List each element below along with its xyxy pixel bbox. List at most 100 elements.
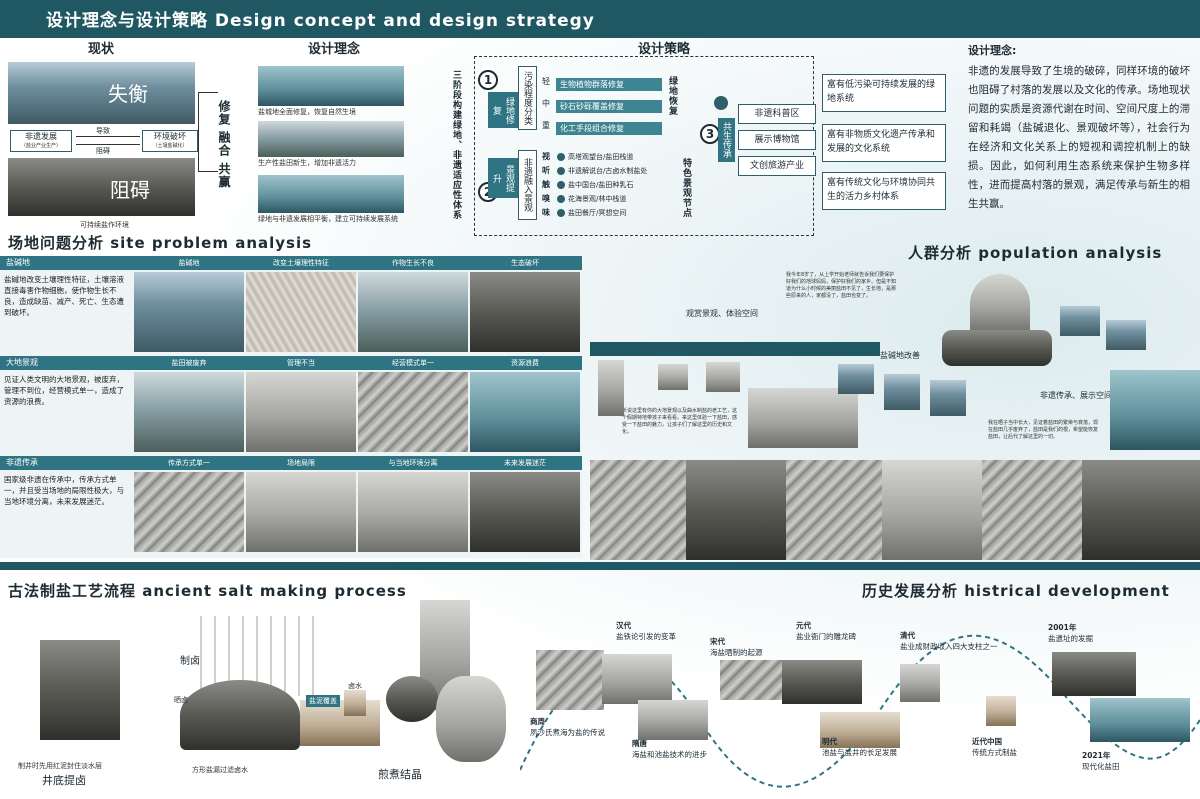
child-figure bbox=[970, 274, 1030, 334]
history-text: 盐业成财政收入四大支柱之一 bbox=[900, 642, 998, 651]
history-text: 海盐晒制的起源 bbox=[710, 648, 763, 657]
site-photo bbox=[246, 472, 356, 552]
site-photo bbox=[470, 372, 580, 452]
history-era: 清代 bbox=[900, 631, 915, 640]
section-divider bbox=[0, 562, 1200, 570]
result-village-system: 富有传统文化与环境协同共生的活力乡村体系 bbox=[822, 172, 946, 210]
site-row-desc: 见证人类文明的大地景观，被废弃，管理不到位，经营模式单一，造成了资源的浪费。 bbox=[4, 375, 124, 406]
process-label-sun-brine: 晒卤 bbox=[174, 696, 188, 704]
history-strip-1 bbox=[590, 460, 686, 560]
process-label-filter: 方形盐漏过滤卤水 bbox=[192, 766, 248, 774]
sense-text: 盐田餐厅/冥想空间 bbox=[568, 208, 627, 217]
history-era: 近代中国 bbox=[972, 737, 1002, 746]
label-view-space: 观赏景观、体验空间 bbox=[686, 309, 758, 318]
status-overlay-imbalance: 失衡 bbox=[108, 82, 148, 106]
history-text: 池盐与盐井的长足发展 bbox=[822, 748, 897, 757]
history-event: 近代中国传统方式制盐 bbox=[972, 736, 1084, 758]
history-strip-6 bbox=[1082, 460, 1200, 560]
status-box-heritage-label: 非遗发展 bbox=[25, 132, 57, 141]
history-event: 2001年盐遗址的发掘 bbox=[1048, 622, 1160, 644]
pollution-class-box: 污染程度分类 bbox=[518, 66, 537, 130]
salt-pan bbox=[300, 700, 380, 746]
process-label-boil-crystal: 煎煮结晶 bbox=[378, 768, 422, 781]
history-strip-5 bbox=[982, 460, 1082, 560]
concept-caption-3: 绿地与非遗发展相平衡，建立可持续发展系统 bbox=[258, 215, 398, 223]
history-photo bbox=[782, 660, 862, 704]
history-era: 明代 bbox=[822, 737, 837, 746]
history-photo bbox=[986, 696, 1016, 726]
level-bar-heavy: 化工手段组合修复 bbox=[556, 122, 662, 135]
sense-row: 嗅花海景观/林中栈道 bbox=[542, 192, 676, 205]
elder-worker bbox=[1110, 370, 1200, 450]
population-photo-d bbox=[706, 362, 740, 392]
strategy-num-1: 1 bbox=[478, 70, 498, 90]
salt-crystals bbox=[436, 676, 506, 762]
status-box-environment: 环境破坏 （土壤盐碱化） bbox=[142, 130, 198, 152]
well-frame bbox=[40, 640, 120, 740]
sense-text: 非遗解说台/古卤水制盐处 bbox=[568, 166, 648, 175]
site-photo-label: 作物生长不良 bbox=[392, 259, 434, 267]
strategy-num-3: 3 bbox=[700, 124, 720, 144]
site-photo-label: 经营模式单一 bbox=[392, 359, 434, 367]
history-text: 盐业衙门的雕龙碑 bbox=[796, 632, 856, 641]
sense-icon bbox=[557, 166, 565, 175]
history-event: 元代盐业衙门的雕龙碑 bbox=[796, 620, 908, 642]
leaf-icon bbox=[714, 96, 728, 110]
sense-text: 盐中国台/盐田种乳石 bbox=[568, 180, 634, 189]
history-event: 2021年现代化盐田 bbox=[1082, 750, 1194, 772]
output-museum: 展示博物馆 bbox=[738, 130, 816, 150]
site-photo-label: 资源浪费 bbox=[511, 359, 539, 367]
concept-photo-2 bbox=[258, 121, 404, 157]
status-photo-salt-field bbox=[8, 62, 195, 124]
sense-icon bbox=[557, 152, 565, 161]
sense-row: 视 高塔观望台/盐田栈道 bbox=[542, 150, 676, 163]
population-photo-c bbox=[658, 364, 688, 390]
arrow-hinder-label: 阻碍 bbox=[96, 147, 110, 155]
population-photo-f bbox=[884, 374, 920, 410]
sense-text: 高塔观望台/盐田栈道 bbox=[568, 152, 634, 161]
output-tourism: 文创旅游产业 bbox=[738, 156, 816, 176]
concept-block-body: 非遗的发展导致了生境的破碎，同样环境的破坏也阻碍了村落的发展以及文化的传承。场地… bbox=[968, 65, 1190, 210]
population-note-top: 我今年8岁了，从上学开始老师就告诉我们要保护好我们的地球妈妈，保护好我们的家乡。… bbox=[786, 272, 897, 299]
green-repair-box: 绿地修复 bbox=[488, 92, 518, 128]
concept-block-heading: 设计理念: bbox=[968, 44, 1017, 57]
sense-row: 味盐田餐厅/冥想空间 bbox=[542, 206, 676, 219]
site-photo bbox=[470, 272, 580, 352]
co-inherit-box: 共生传承 bbox=[718, 118, 735, 162]
level-bar-light: 生物植物群落修复 bbox=[556, 78, 662, 91]
history-photo bbox=[638, 700, 708, 740]
site-photo bbox=[246, 372, 356, 452]
site-row-head-label: 大地景观 bbox=[6, 358, 38, 367]
history-text: 传统方式制盐 bbox=[972, 748, 1017, 757]
level-light: 轻 bbox=[542, 77, 550, 86]
population-photo-b bbox=[1106, 320, 1146, 350]
site-photo-label: 盐碱地 bbox=[178, 259, 200, 267]
history-era: 元代 bbox=[796, 621, 811, 630]
history-strip-3 bbox=[786, 460, 882, 560]
history-text: 现代化盐田 bbox=[1082, 762, 1120, 771]
site-photo-label: 传承方式单一 bbox=[168, 459, 210, 467]
brine-bucket bbox=[344, 690, 366, 716]
status-caption: 可持续盐作环境 bbox=[80, 221, 129, 229]
sense-list: 视高塔观望台/盐田栈道听非遗解说台/古卤水制盐处触盐中国台/盐田种乳石嗅花海景观… bbox=[542, 150, 676, 220]
status-photo-worker bbox=[8, 158, 195, 216]
site-photo bbox=[134, 272, 244, 352]
population-photo-e bbox=[838, 364, 874, 394]
result-culture-system: 富有非物质文化遗产传承和发展的文化系统 bbox=[822, 124, 946, 162]
status-heading: 现状 bbox=[88, 42, 115, 57]
process-label-brine: 卤水 bbox=[348, 682, 362, 690]
status-box-heritage-sub: （盐业产业生产） bbox=[20, 143, 61, 149]
sense-key: 视 bbox=[542, 152, 550, 161]
site-row-header: 盐碱地 bbox=[0, 256, 582, 270]
site-photo-label: 场地局限 bbox=[287, 459, 315, 467]
concept-photo-3 bbox=[258, 175, 404, 213]
site-row-head-label: 盐碱地 bbox=[6, 258, 30, 267]
process-label-make-brine: 制卤 bbox=[180, 656, 200, 667]
history-title: 历史发展分析 histrical development bbox=[862, 582, 1170, 600]
arrow-hinder-line bbox=[76, 144, 140, 145]
arrow-lead-label: 导致 bbox=[96, 127, 110, 135]
heritage-integrate-box: 非遗融入景观 bbox=[518, 150, 537, 220]
history-event: 明代池盐与盐井的长足发展 bbox=[822, 736, 934, 758]
concept-photo-1 bbox=[258, 66, 404, 106]
landscape-up-box: 景观提升 bbox=[488, 158, 518, 198]
